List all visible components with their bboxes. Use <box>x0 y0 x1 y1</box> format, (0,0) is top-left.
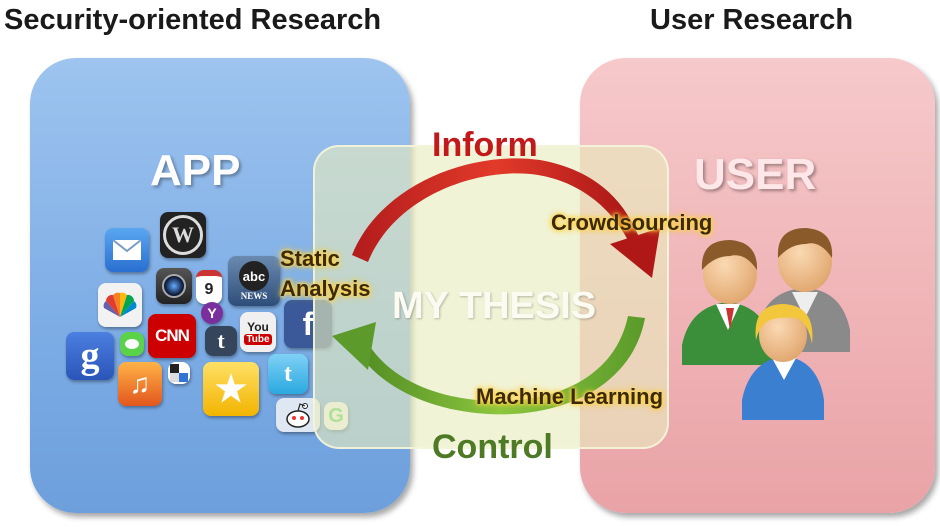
google-icon: g <box>66 332 114 380</box>
heading-security-research: Security-oriented Research <box>4 4 382 36</box>
static-analysis-line2: Analysis <box>280 276 371 301</box>
machine-learning-label: Machine Learning <box>476 384 664 409</box>
static-analysis-label: Static Analysis <box>280 244 371 304</box>
nbc-icon <box>98 283 142 327</box>
control-label: Control <box>432 428 553 466</box>
inform-label: Inform <box>432 126 538 164</box>
youtube-label-top: You <box>247 319 269 334</box>
youtube-icon: You Tube <box>240 312 276 352</box>
control-arrowhead <box>332 322 376 370</box>
calendar-icon: 9 <box>196 270 222 304</box>
abc-news-sublabel: NEWS <box>240 291 268 301</box>
user-group-icon <box>682 228 850 420</box>
wordpress-letter: W <box>163 215 203 255</box>
abc-news-label: abc <box>239 261 269 291</box>
camera-icon <box>156 268 192 304</box>
music-icon: ♫ <box>118 362 162 406</box>
inform-arrowhead <box>610 228 660 278</box>
crowdsourcing-label: Crowdsourcing <box>551 210 713 235</box>
user-title: USER <box>694 150 817 199</box>
mail-icon <box>105 228 149 272</box>
twitter-icon: t <box>268 354 308 394</box>
static-analysis-line1: Static <box>280 246 340 271</box>
delicious-icon <box>168 362 190 384</box>
wordpress-icon: W <box>160 212 206 258</box>
thesis-title: MY THESIS <box>392 285 597 327</box>
abc-news-icon: abc NEWS <box>228 256 280 306</box>
inform-arrow <box>352 158 640 262</box>
control-arrow <box>354 316 645 415</box>
messages-icon <box>120 332 144 356</box>
app-title: APP <box>150 146 241 195</box>
tumblr-icon: t <box>205 326 237 356</box>
star-icon: ★ <box>203 362 259 416</box>
yahoo-icon: Y <box>201 302 223 324</box>
cnn-icon: CNN <box>148 314 196 358</box>
heading-user-research: User Research <box>650 4 854 36</box>
reddit-icon <box>276 398 320 432</box>
youtube-label-bottom: Tube <box>244 333 272 345</box>
